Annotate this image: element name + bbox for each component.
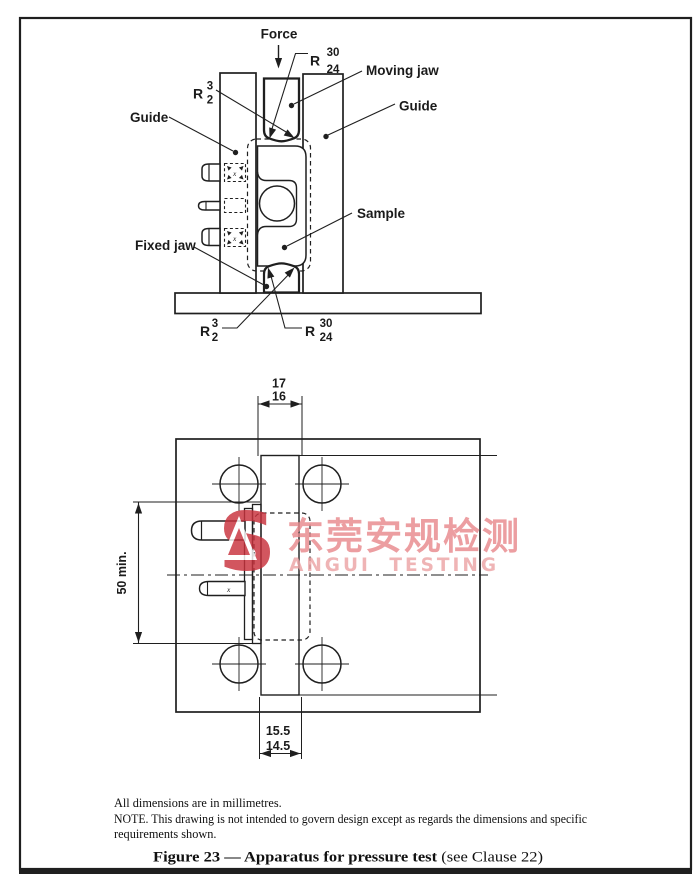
arrowhead [134,503,143,514]
dim-value-lower: 16 [272,390,286,404]
pin-slot-bottom: x [223,227,247,248]
leader-dot [232,149,239,156]
label-fixed-jaw: Fixed jaw [135,238,196,253]
watermark-logo-triangle [228,528,250,555]
figure-caption-title: Figure 23 — Apparatus for pressure test [153,849,437,866]
page-border [18,16,693,871]
radius-lower: 2 [207,95,213,107]
label-radius-bottom-right: R 30 24 [305,318,333,344]
clearance-x: x [232,169,237,178]
label-radius-bottom-left: R 3 2 [200,318,218,344]
radius-lower: 24 [327,64,340,76]
pin-slot-outline [223,227,247,248]
dim-value: 50 min. [115,551,129,594]
pin-slot-top: x [223,162,247,183]
label-moving-jaw: Moving jaw [366,63,439,78]
pin-slot-middle [223,197,247,214]
hole-crosshair [295,637,349,691]
mounting-holes [212,457,349,691]
radius-letter: R [200,323,210,339]
label-radius-top-left: R 3 2 [193,81,213,107]
leader-moving-jaw [293,70,363,105]
dim-jaw-width-bottom: 15.5 14.5 [259,697,302,759]
arrowhead [134,632,143,643]
pin-bottom [201,227,221,247]
radius-upper: 30 [327,47,340,59]
label-sample: Sample [357,206,406,221]
dim-value-upper: 17 [272,377,286,391]
pin-top [201,163,221,182]
page-border-bottom [19,868,692,874]
clearance-x: x [232,234,237,243]
radius-lower: 2 [212,332,218,344]
plug-pins-side [197,163,221,247]
label-guide-left: Guide [130,110,169,125]
leader-guide-right [327,103,396,136]
watermark-english-text: ANGUI TESTING [289,555,499,576]
moving-jaw-shape [262,77,301,143]
label-force: Force [261,27,298,42]
guide-left-shape [219,72,257,294]
radius-upper: 3 [207,81,213,93]
leader-radius-top-right [270,52,308,133]
design-note-line2: requirements shown. [114,827,216,841]
side-elevation-view: x x Force R 3 2 R 30 24 Moving jaw [130,27,482,344]
hole-crosshair [295,457,349,511]
figure-caption-suffix: (see Clause 22) [437,849,543,866]
leader-guide-left [168,116,234,152]
guide-right-shape [302,73,344,294]
pin-middle [197,200,221,211]
radius-letter: R [193,86,203,102]
radius-upper: 30 [320,318,333,330]
leader-radius-top-left [215,89,293,136]
leader-fixed-jaw [193,246,265,286]
leader-dot [281,244,288,251]
watermark-chinese-text: 东莞安规检测 [287,515,521,558]
arrowhead [259,400,270,408]
leader-dot [323,133,329,140]
leader-radius-bottom-left [222,270,293,329]
clearance-x: x [226,585,231,594]
hole-crosshair [212,637,266,691]
plug-body-hidden-outline [253,512,311,641]
arrowhead [290,400,301,408]
dim-value-lower: 14.5 [266,739,290,753]
radius-upper: 3 [212,318,218,330]
sample-step-profile [256,171,298,235]
radius-letter: R [310,53,320,69]
label-radius-top-right: R 30 24 [310,47,340,76]
watermark: S 东莞安规检测 ANGUI TESTING [218,496,521,589]
leader-dot [288,102,295,109]
radius-letter: R [305,323,315,339]
footer-notes: All dimensions are in millimetres. NOTE.… [114,796,588,841]
figure-caption: Figure 23 — Apparatus for pressure test … [153,849,543,866]
dim-value-upper: 15.5 [266,724,290,738]
dimensions-note: All dimensions are in millimetres. [114,796,282,810]
leader-sample [286,212,353,247]
radius-lower: 24 [320,332,333,344]
base-plate [174,292,482,315]
sample-hole [258,185,296,222]
force-arrowhead [274,58,283,69]
pin-slot-outline [223,162,247,183]
leader-dot [263,283,270,290]
design-note-line1: NOTE. This drawing is not intended to go… [114,812,588,826]
arrowhead [290,749,301,758]
leader-radius-bottom-right [268,270,302,329]
label-guide-right: Guide [399,99,438,114]
dim-plate-height: 50 min. [115,501,260,644]
dim-jaw-width-top: 17 16 [257,377,303,456]
